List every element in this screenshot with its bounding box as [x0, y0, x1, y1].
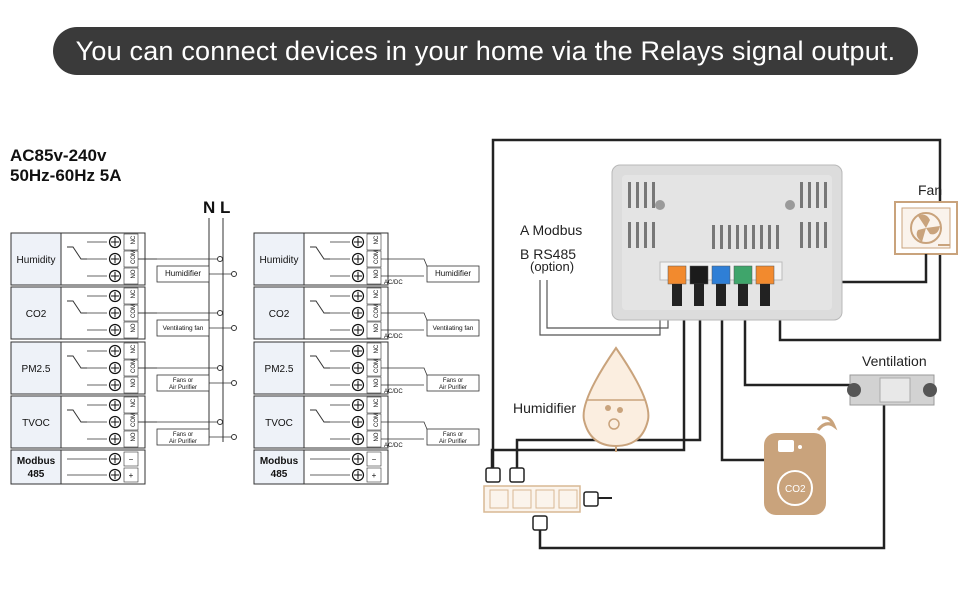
relay-section-label: CO2: [269, 309, 290, 320]
fan-device-icon: Fan: [868, 182, 958, 284]
terminal-label: +: [372, 471, 377, 480]
ventilation-unit-icon: Ventilation: [847, 353, 937, 406]
terminal-label: NO: [131, 432, 137, 441]
power-strip-icon: [483, 467, 599, 531]
relay-section-label: CO2: [26, 309, 47, 320]
modbus-label: Modbus: [260, 456, 299, 467]
terminal-label: COM: [131, 250, 137, 264]
terminal-label: NC: [131, 398, 137, 407]
terminal-label: COM: [374, 413, 380, 427]
modbus-terminal: Modbus 485 − +: [253, 449, 389, 485]
supply-label: AC/DC: [384, 334, 403, 340]
plug-icon: [532, 515, 548, 531]
terminal-label: NC: [131, 289, 137, 298]
terminal-label: NC: [131, 235, 137, 244]
terminal-label: NC: [131, 344, 137, 353]
supply-label: AC/DC: [384, 389, 403, 395]
terminal-label: COM: [131, 413, 137, 427]
device-label-sub: Air Purifier: [439, 439, 467, 445]
terminal-port: [711, 265, 731, 285]
ventilation-label: Ventilation: [862, 353, 927, 369]
device-label-sub: Air Purifier: [439, 385, 467, 391]
terminal-label: COM: [374, 304, 380, 318]
device-label-sub: Air Purifier: [169, 439, 197, 445]
device-label: Fans or: [173, 378, 193, 384]
terminal-label: NC: [374, 289, 380, 298]
header-banner: You can connect devices in your home via…: [53, 27, 918, 75]
relay-section: Humidity NC COM NO AC/DC Humidifier: [253, 232, 480, 286]
co2-label: CO2: [785, 484, 806, 495]
rs485-b-label: B RS485: [520, 246, 576, 262]
terminal-label: COM: [131, 359, 137, 373]
relay-section-label: Humidity: [260, 255, 299, 266]
relay-section-label: PM2.5: [22, 364, 51, 375]
humidifier-device-icon: Humidifier: [513, 346, 650, 452]
controller-device: [611, 164, 843, 321]
terminal-label: NO: [131, 269, 137, 278]
installation-diagram: A Modbus B RS485 (option) Fan Ventilatio…: [483, 138, 958, 550]
device-label: Humidifier: [435, 269, 471, 278]
plug-icon: [583, 491, 599, 507]
relay-section-label: TVOC: [22, 418, 50, 429]
power-spec-frequency: 50Hz-60Hz 5A: [10, 166, 122, 185]
modbus-label: Modbus: [17, 456, 56, 467]
power-spec-voltage: AC85v-240v: [10, 146, 107, 165]
neutral-live-label: N L: [203, 198, 230, 217]
terminal-port: [689, 265, 709, 285]
terminal-label: COM: [131, 304, 137, 318]
middle-wiring-panel: HumidityNCCOMNOAC/DCHumidifierCO2NCCOMNO…: [253, 232, 480, 485]
terminal-label: NC: [374, 235, 380, 244]
device-label: Fans or: [443, 378, 463, 384]
terminal-label: NO: [374, 378, 380, 387]
terminal-label: COM: [374, 359, 380, 373]
supply-label: AC/DC: [384, 280, 403, 286]
terminal-label: NC: [374, 344, 380, 353]
terminal-label: NO: [374, 269, 380, 278]
terminal-label: NO: [374, 432, 380, 441]
modbus-label-sub: 485: [271, 469, 288, 480]
device-label: Fans or: [443, 432, 463, 438]
plug-icon: [485, 467, 501, 483]
relay-section: CO2 NC COM NO AC/DC Ventilating fan: [253, 286, 480, 340]
humidifier-label: Humidifier: [513, 400, 576, 416]
rs485-option-label: (option): [530, 259, 574, 274]
supply-label: AC/DC: [384, 443, 403, 449]
fan-label: Fan: [918, 182, 942, 198]
relay-section-label: Humidity: [17, 255, 56, 266]
device-label: Fans or: [173, 432, 193, 438]
device-label-sub: Air Purifier: [169, 385, 197, 391]
terminal-port: [733, 265, 753, 285]
plug-icon: [509, 467, 525, 483]
relay-section-label: TVOC: [265, 418, 293, 429]
terminal-label: COM: [374, 250, 380, 264]
terminal-label: NO: [131, 378, 137, 387]
terminal-label: NC: [374, 398, 380, 407]
terminal-label: −: [129, 455, 134, 464]
terminal-port: [755, 265, 775, 285]
terminal-label: +: [129, 471, 134, 480]
terminal-label: −: [372, 455, 377, 464]
relay-section: CO2 NC COM NO Ventilating fan: [10, 286, 237, 340]
device-label: Ventilating fan: [433, 325, 474, 332]
device-label: Ventilating fan: [163, 325, 204, 332]
modbus-a-label: A Modbus: [520, 222, 582, 238]
device-label: Humidifier: [165, 269, 201, 278]
terminal-label: NO: [131, 323, 137, 332]
modbus-terminal: Modbus 485 − +: [10, 449, 146, 485]
relay-section: Humidity NC COM NO Humidifier: [10, 232, 237, 286]
modbus-label-sub: 485: [28, 469, 45, 480]
co2-device-icon: CO2: [764, 416, 838, 515]
terminal-label: NO: [374, 323, 380, 332]
relay-section-label: PM2.5: [265, 364, 294, 375]
terminal-port: [667, 265, 687, 285]
